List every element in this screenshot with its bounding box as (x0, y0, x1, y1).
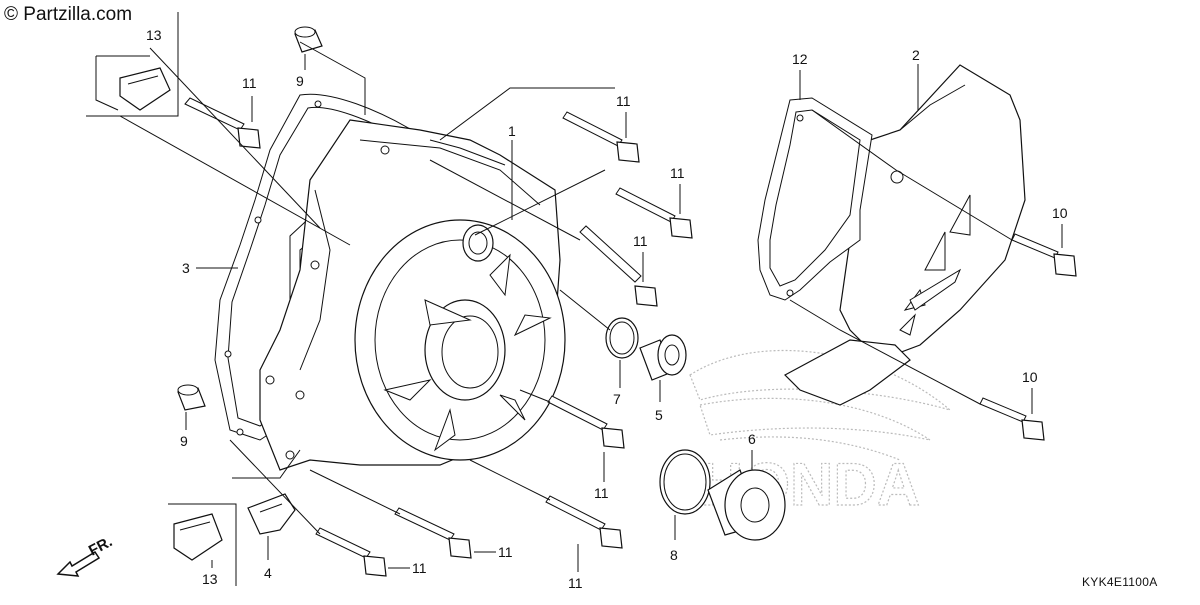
callout-4: 4 (264, 565, 272, 581)
callout-9-a: 9 (296, 73, 304, 89)
callout-10-b: 10 (1022, 369, 1038, 385)
left-rear-cover-part-2 (784, 64, 1026, 406)
group-brackets (86, 12, 237, 586)
callout-11-e: 11 (594, 485, 609, 501)
callout-13-a: 13 (146, 27, 162, 43)
dowel-pin-part-9-a (294, 26, 323, 53)
left-crankcase-cover-part-1 (259, 119, 566, 471)
o-ring-part-7 (605, 317, 639, 359)
clamp-part-13-a (119, 67, 171, 111)
callout-2: 2 (912, 47, 920, 63)
bolt-part-11-f (394, 507, 472, 559)
bolt-part-11-b (562, 111, 640, 163)
bolt-part-10-a (1011, 233, 1077, 277)
clamp-part-13-b (173, 513, 223, 561)
bolt-part-11-c (615, 187, 693, 239)
bolt-part-11-h (545, 495, 623, 549)
callout-5: 5 (655, 407, 663, 423)
o-ring-part-8 (659, 449, 711, 515)
callout-11-a: 11 (242, 75, 257, 91)
bolt-part-11-e (547, 395, 625, 449)
callout-6: 6 (748, 431, 756, 447)
callout-11-d: 11 (633, 233, 648, 249)
callout-8: 8 (670, 547, 678, 563)
front-direction-arrow-icon: FR. (56, 533, 115, 577)
callout-9-b: 9 (180, 433, 188, 449)
callout-1: 1 (508, 123, 516, 139)
cap-part-5 (639, 334, 687, 381)
callout-11-f: 11 (498, 544, 513, 560)
bolt-part-10-b (979, 397, 1045, 441)
cap-part-6 (707, 469, 786, 541)
callout-10-a: 10 (1052, 205, 1068, 221)
bolt-part-11-g (315, 527, 387, 577)
leader-lines (119, 41, 1063, 572)
callout-labels: 1 2 3 4 5 6 7 8 9 9 10 10 11 11 11 11 11… (146, 27, 1068, 591)
callout-13-b: 13 (202, 571, 218, 587)
callout-11-c: 11 (670, 165, 685, 181)
dowel-pin-part-9-b (177, 384, 206, 411)
clip-part-4 (247, 493, 296, 535)
callout-7: 7 (613, 391, 621, 407)
copyright-text: © Partzilla.com (4, 4, 132, 25)
callout-11-b: 11 (616, 93, 631, 109)
callout-3: 3 (182, 260, 190, 276)
callout-12: 12 (792, 51, 808, 67)
callout-11-h: 11 (568, 575, 583, 591)
bolt-part-11-a (184, 97, 261, 149)
gasket-part-12 (757, 97, 873, 301)
diagram-code: KYK4E1100A (1082, 575, 1158, 589)
bolt-part-11-d (579, 225, 658, 307)
callout-11-g: 11 (412, 560, 427, 576)
